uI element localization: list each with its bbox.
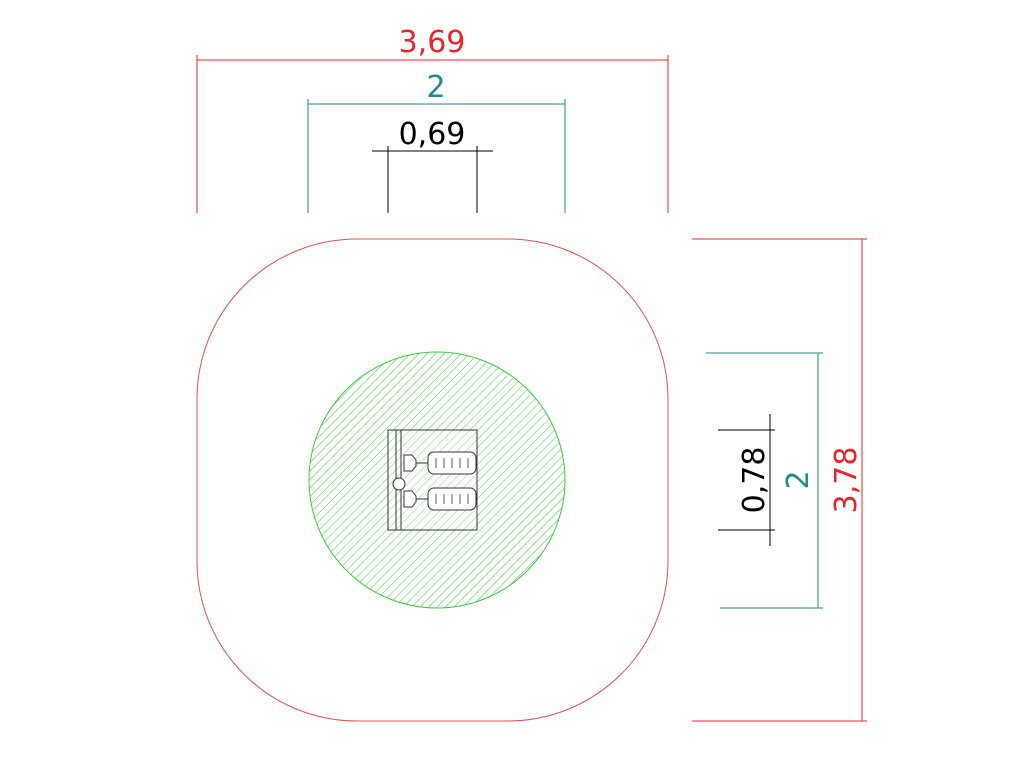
equipment-symbol bbox=[387, 429, 478, 531]
impact-area-circle bbox=[308, 351, 566, 609]
label-equipment-width: 0,69 bbox=[399, 117, 466, 152]
label-safety-depth: 2 bbox=[781, 470, 816, 489]
dimension-overall-width bbox=[196, 55, 669, 213]
dimension-equipment-width bbox=[372, 146, 493, 213]
dimension-equipment-depth bbox=[718, 414, 775, 546]
fall-zone-boundary bbox=[196, 238, 669, 722]
dimension-safety-width bbox=[307, 99, 566, 213]
dimension-safety-depth bbox=[706, 352, 823, 609]
label-equipment-depth: 0,78 bbox=[737, 447, 772, 514]
dimension-overall-depth bbox=[692, 238, 867, 722]
label-overall-depth: 3,78 bbox=[829, 447, 864, 514]
label-safety-width: 2 bbox=[426, 70, 445, 105]
label-overall-width: 3,69 bbox=[399, 25, 466, 60]
